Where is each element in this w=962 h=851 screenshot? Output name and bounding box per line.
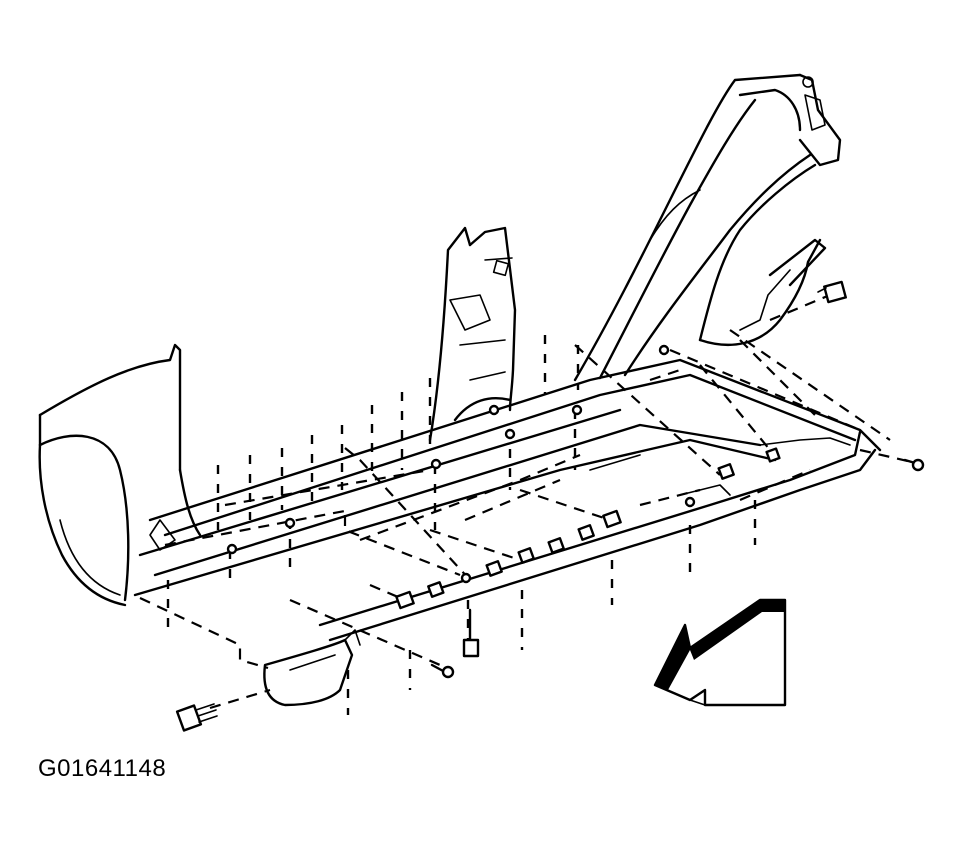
- front-fender: [38, 343, 202, 607]
- screws: [175, 280, 925, 732]
- front-screw-icon: [175, 703, 218, 732]
- front-direction-arrow-icon: [653, 598, 787, 707]
- fastener-guides: [166, 335, 757, 715]
- alignment-guides: [139, 293, 913, 710]
- rocker-panel: [133, 358, 882, 642]
- center-screw-icon: [462, 608, 480, 658]
- rear-screw-icon: [903, 458, 925, 472]
- retainer-clips: [226, 344, 781, 610]
- rear-quarter-panel: [573, 73, 842, 382]
- end-cap-screw-icon: [430, 663, 455, 679]
- figure-id-label: G01641148: [38, 755, 167, 782]
- front-end-cap: [263, 629, 361, 707]
- quarter-panel-screw-icon: [817, 280, 847, 304]
